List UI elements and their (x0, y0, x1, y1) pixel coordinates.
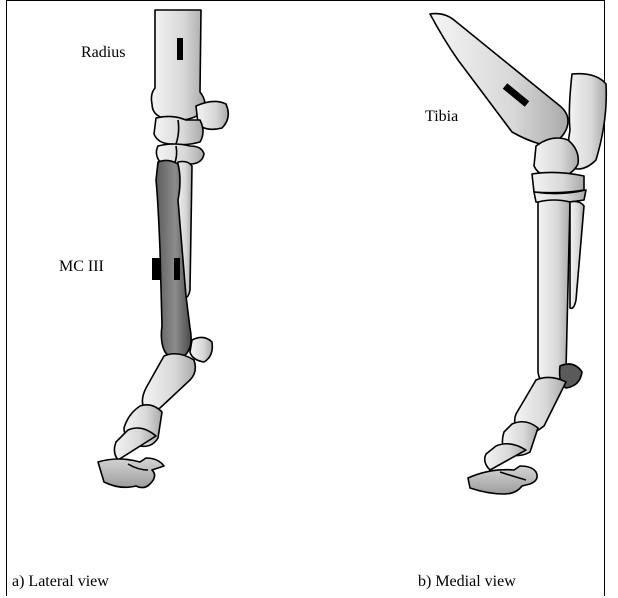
hoof-lateral (98, 458, 164, 488)
hoof-medial (468, 466, 537, 494)
medial-splint-bone (570, 202, 584, 309)
tarsal-bones (532, 172, 584, 192)
lateral-limb (98, 10, 228, 488)
radius-strain-gauge (177, 38, 183, 60)
mc3-strain-gauge-lateral (152, 258, 160, 280)
label-tibia: Tibia (425, 108, 458, 126)
proximal-sesamoid (190, 337, 212, 362)
medial-limb (430, 14, 606, 494)
mt3-bone (538, 200, 570, 388)
mc3-strain-gauge-dorsal (174, 258, 180, 280)
proximal-phalanx (142, 354, 195, 411)
label-mc3: MC III (59, 258, 104, 276)
caption-medial-view: b) Medial view (418, 573, 516, 591)
caption-lateral-view: a) Lateral view (12, 573, 109, 591)
label-radius: Radius (81, 44, 125, 62)
radius-bone (151, 10, 204, 120)
